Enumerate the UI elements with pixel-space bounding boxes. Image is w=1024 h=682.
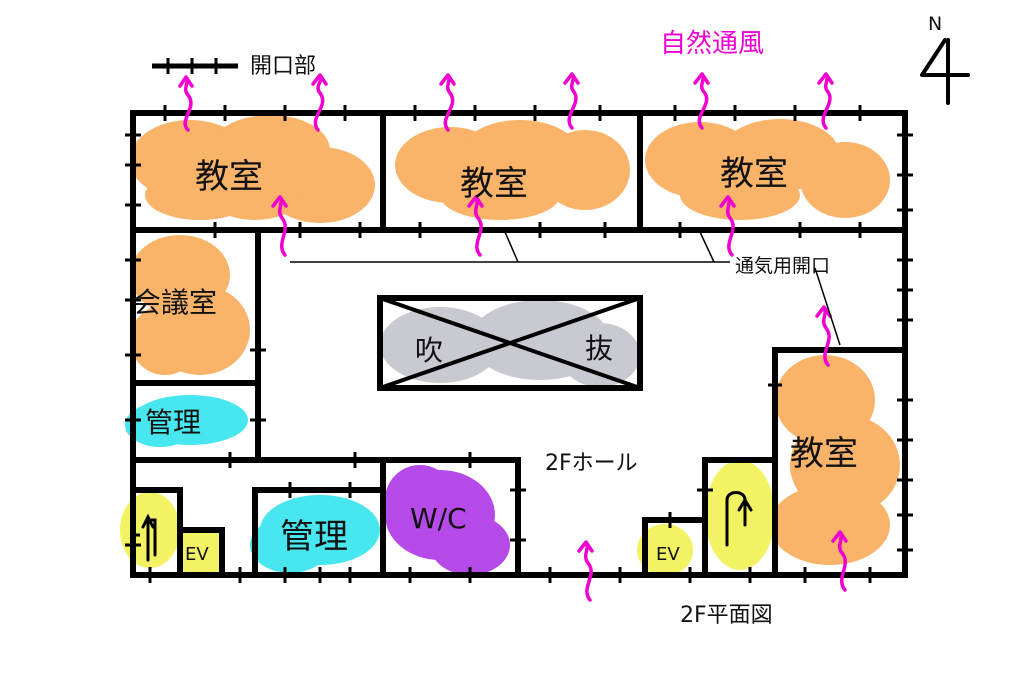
- void-right-label: 抜: [585, 332, 613, 365]
- void-left-label: 吹: [415, 334, 443, 367]
- north-label: N: [928, 13, 942, 35]
- hall-label: 2Fホール: [545, 451, 638, 476]
- classroom-4-fill: [770, 355, 900, 565]
- north-arrow-icon: [920, 38, 970, 105]
- ev-right-label: EV: [656, 544, 680, 565]
- classroom-1-label: 教室: [195, 157, 263, 197]
- stair-arrows: [141, 491, 753, 562]
- opening-legend: [152, 58, 238, 74]
- ventilation-arrow: [693, 72, 710, 130]
- ventilation-arrow: [439, 73, 456, 132]
- classroom-3-fill: [645, 119, 890, 220]
- classroom-4-label: 教室: [790, 434, 858, 474]
- ventilation-legend-label: 自然通風: [660, 29, 764, 59]
- classroom-3-label: 教室: [720, 154, 788, 194]
- ev-left-fill: [180, 530, 222, 572]
- admin-2-fill: [250, 495, 380, 573]
- floor-plan-title: 2F平面図: [680, 603, 773, 628]
- ventilation-arrow: [178, 75, 194, 132]
- ev-right-fill: [637, 524, 693, 576]
- opening-legend-label: 開口部: [250, 54, 316, 79]
- ventilation-arrows: [178, 72, 848, 602]
- meeting-room-label: 会議室: [133, 286, 217, 319]
- ventilation-arrow: [577, 540, 594, 602]
- ventilation-arrow: [271, 195, 288, 257]
- meeting-room-fill: [130, 235, 250, 375]
- stair-right-fill: [705, 460, 775, 570]
- classroom-1-fill: [130, 115, 375, 223]
- admin-2-label: 管理: [280, 517, 348, 557]
- ventilation-arrow: [563, 72, 580, 130]
- classroom-2-label: 教室: [460, 164, 528, 204]
- ev-left-label: EV: [185, 544, 209, 565]
- walls: [130, 110, 908, 578]
- classroom-2-fill: [395, 120, 630, 220]
- ventilation-arrow: [719, 195, 736, 257]
- ventilation-arrow: [831, 530, 848, 592]
- ventilation-arrow: [467, 195, 484, 257]
- stair-left-fill: [120, 492, 180, 568]
- stair-left-arrow: [146, 518, 157, 562]
- opening-ticks: [125, 105, 913, 583]
- room-fills: [120, 115, 900, 576]
- vent-opening-leaders: [290, 231, 841, 346]
- toilet-label: W/C: [410, 502, 467, 535]
- ventilation-arrow: [817, 72, 834, 130]
- vent-opening-label: 通気用開口: [735, 255, 830, 277]
- toilet-fill: [385, 465, 510, 575]
- admin-1-fill: [125, 395, 248, 447]
- ventilation-arrow: [815, 305, 832, 367]
- admin-1-label: 管理: [145, 406, 201, 439]
- ventilation-arrow: [311, 73, 328, 132]
